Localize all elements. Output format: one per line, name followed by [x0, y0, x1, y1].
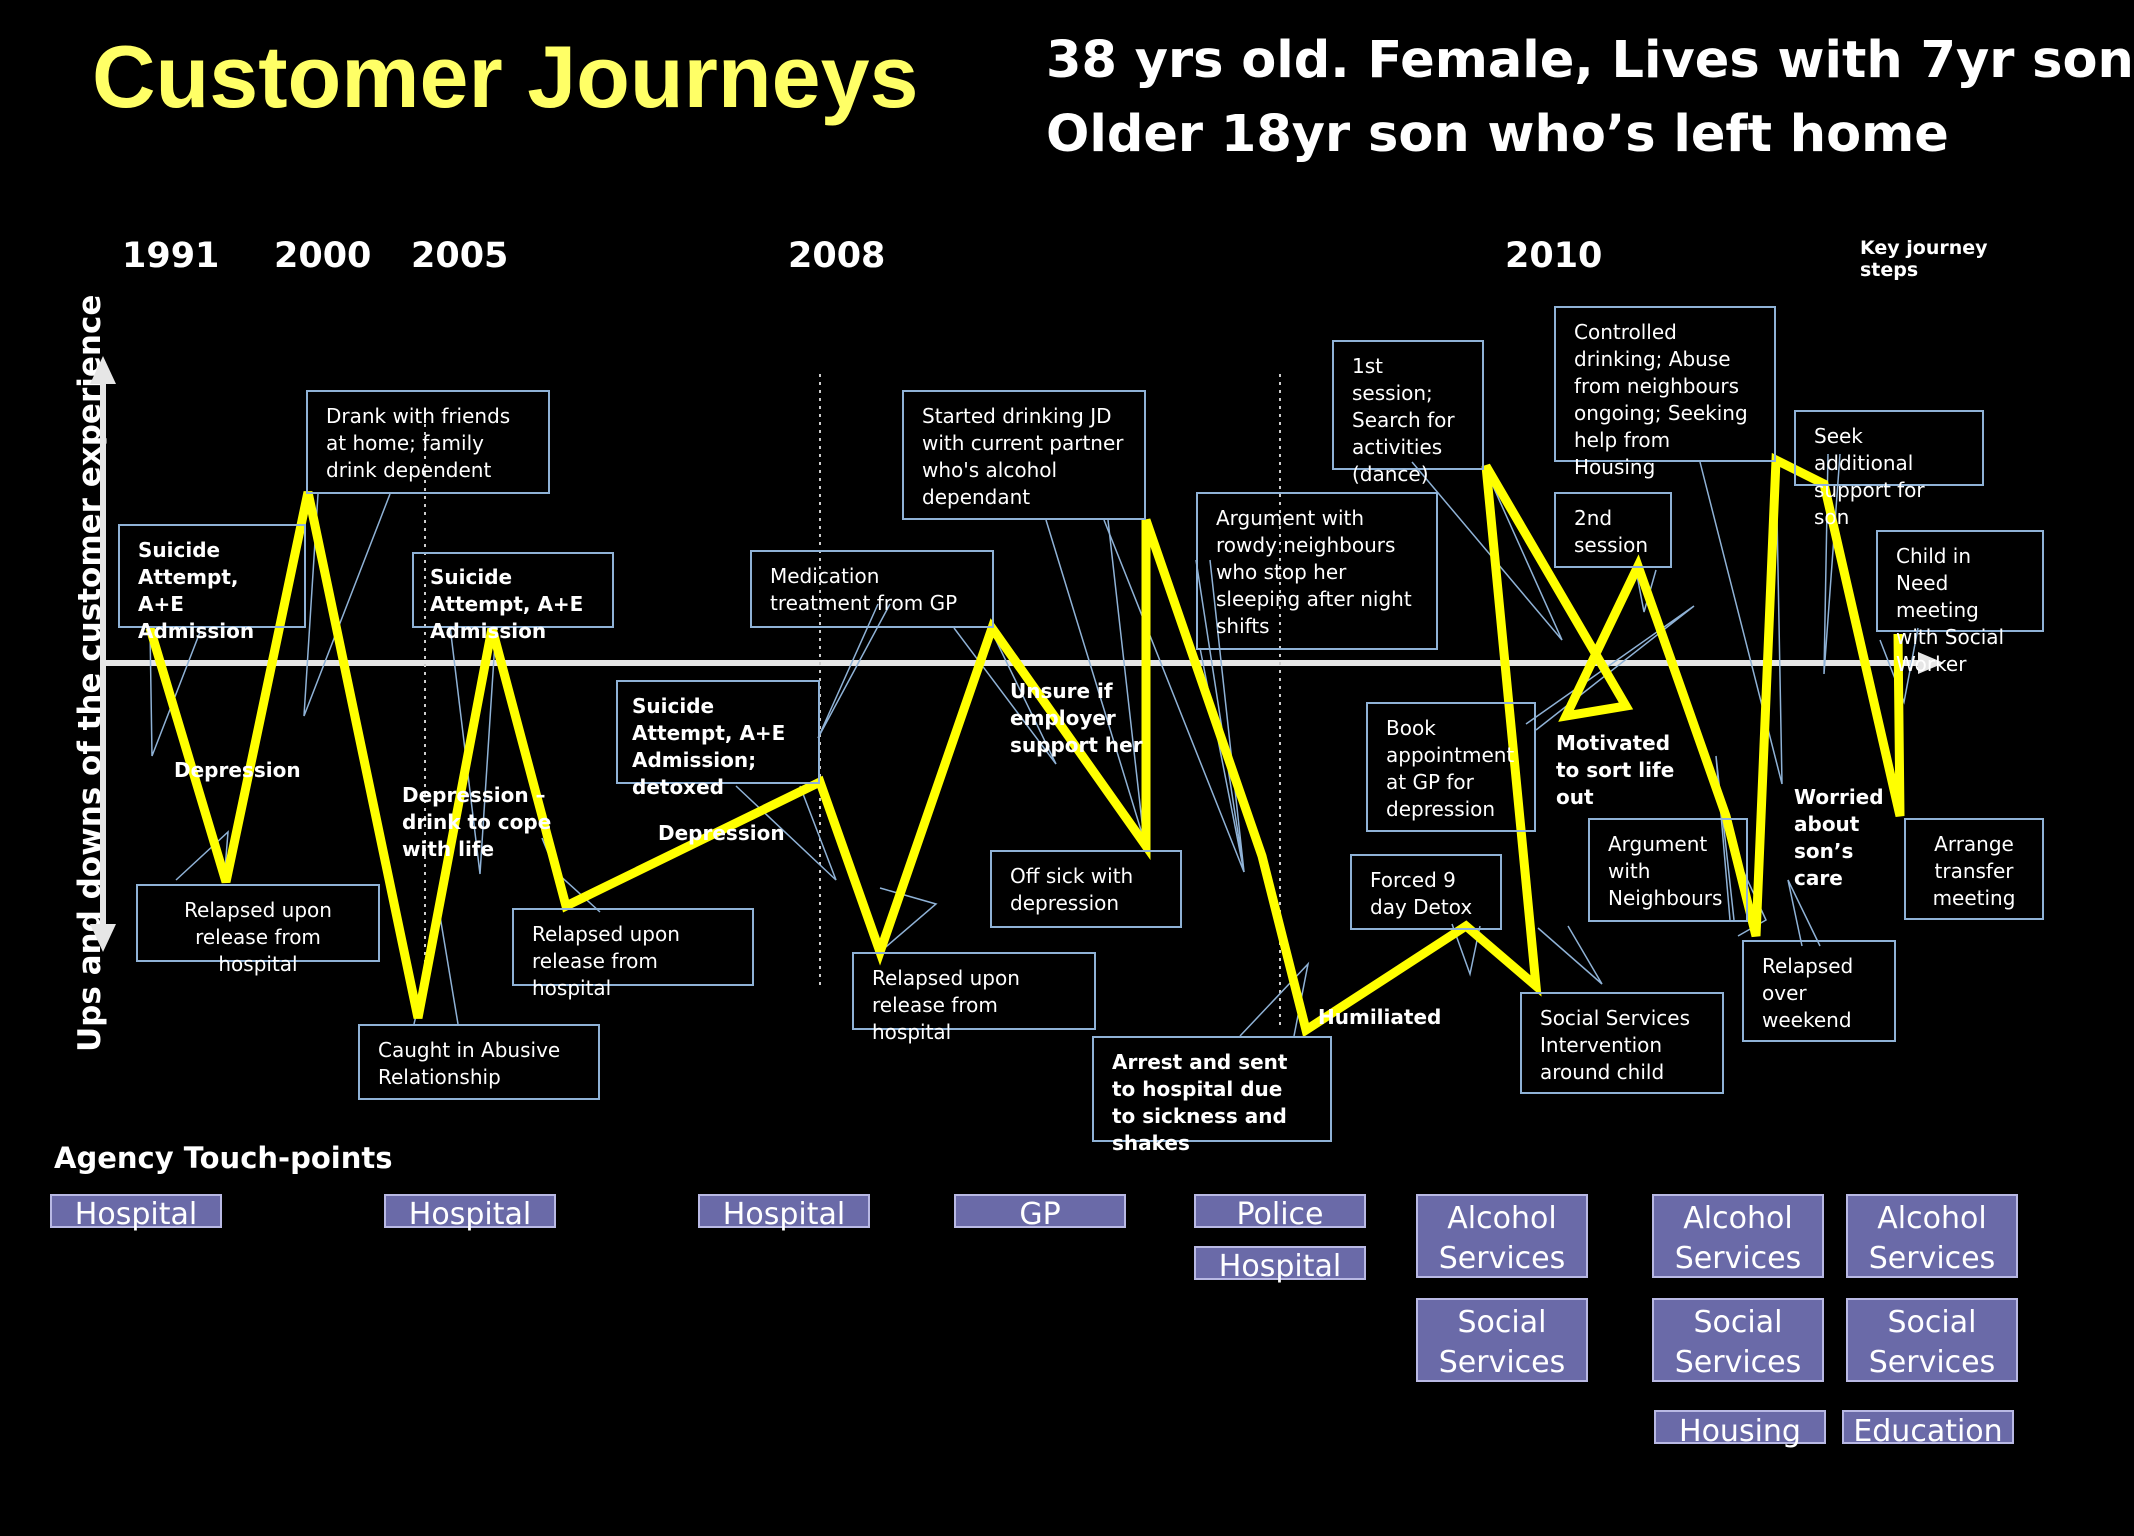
agency-housing: Housing [1654, 1410, 1826, 1449]
step-started-drinking: Started drinking JD with current partner… [902, 390, 1146, 520]
step-social-services-intervention: Social Services Intervention around chil… [1520, 992, 1724, 1094]
step-depression-drink: Depression – drink to cope with life [402, 783, 552, 861]
axis-arrow-down [90, 924, 116, 952]
step-arrange-transfer: Arrange transfer meeting [1904, 818, 2044, 920]
step-relapsed-3: Relapsed upon release from hospital [852, 952, 1096, 1044]
step-first-session: 1st session; Search for activities (danc… [1332, 340, 1484, 486]
step-arrest: Arrest and sent to hospital due to sickn… [1092, 1036, 1332, 1155]
key-journey-steps-label: Key journey steps [1860, 237, 1988, 281]
agency-hospital-3: Hospital [698, 1194, 870, 1232]
agency-alcohol-services-3: Alcohol Services [1846, 1194, 2018, 1278]
axis-arrow-up [90, 356, 116, 384]
agency-alcohol-services-1: Alcohol Services [1416, 1194, 1588, 1278]
step-unsure-employer: Unsure if employer support her [1010, 679, 1143, 757]
axis-arrow-right [1918, 652, 1944, 674]
step-book-gp: Book appointment at GP for depression [1366, 702, 1536, 832]
step-suicide-2005: Suicide Attempt, A+E Admission [412, 552, 614, 643]
agency-social-services-2: Social Services [1652, 1298, 1824, 1382]
customer-profile-line2: Older 18yr son who’s left home [1046, 105, 1949, 164]
agency-social-services-1: Social Services [1416, 1298, 1588, 1382]
agency-touchpoints-title: Agency Touch-points [54, 1141, 393, 1175]
step-seek-support: Seek additional support for son [1794, 410, 1984, 529]
step-relapsed-weekend: Relapsed over weekend [1742, 940, 1896, 1042]
customer-profile-line1: 38 yrs old. Female, Lives with 7yr son [1046, 31, 2134, 90]
step-worried-care: Worried about son’s care [1794, 785, 1884, 890]
agency-hospital-2: Hospital [384, 1194, 556, 1232]
agency-hospital-4: Hospital [1194, 1246, 1366, 1284]
step-child-in-need: Child in Need meeting with Social Worker [1876, 530, 2044, 676]
step-controlled-drinking: Controlled drinking; Abuse from neighbou… [1554, 306, 1776, 479]
page-title: Customer Journeys [92, 27, 919, 126]
year-label-1991: 1991 [122, 236, 220, 276]
step-suicide-detoxed: Suicide Attempt, A+E Admission; detoxed [616, 680, 820, 799]
agency-education: Education [1842, 1410, 2014, 1449]
step-drank-with-friends: Drank with friends at home; family drink… [306, 390, 550, 494]
year-label-2008: 2008 [788, 236, 886, 276]
agency-hospital-1: Hospital [50, 1194, 222, 1232]
step-relapsed-1: Relapsed upon release from hospital [136, 884, 380, 976]
agency-police: Police [1194, 1194, 1366, 1232]
step-depression-2: Depression [658, 821, 785, 845]
step-medication-gp: Medication treatment from GP [750, 550, 994, 628]
journey-chart [90, 356, 1944, 1038]
step-depression-1: Depression [174, 758, 301, 782]
step-caught-abusive: Caught in Abusive Relationship [358, 1024, 600, 1100]
step-motivated: Motivated to sort life out [1556, 731, 1675, 809]
year-label-2005: 2005 [411, 236, 509, 276]
step-forced-detox: Forced 9 day Detox [1350, 854, 1502, 930]
year-label-2010: 2010 [1505, 236, 1603, 276]
step-relapsed-2: Relapsed upon release from hospital [512, 908, 754, 1000]
agency-social-services-3: Social Services [1846, 1298, 2018, 1382]
step-argument-neighbours: Argument with Neighbours [1588, 818, 1748, 922]
step-second-session: 2nd session [1554, 492, 1672, 568]
step-humiliated: Humiliated [1318, 1005, 1442, 1029]
customer-journey-slide: Customer Journeys 38 yrs old. Female, Li… [50, 27, 2134, 1449]
step-argument-rowdy: Argument with rowdy neighbours who stop … [1196, 492, 1438, 650]
customer-profile: 38 yrs old. Female, Lives with 7yr son O… [1046, 24, 2134, 172]
agency-alcohol-services-2: Alcohol Services [1652, 1194, 1824, 1278]
step-suicide-1991: Suicide Attempt, A+E Admission [118, 524, 306, 643]
step-off-sick: Off sick with depression [990, 850, 1182, 928]
journey-line [145, 452, 1905, 1038]
agency-gp: GP [954, 1194, 1126, 1232]
year-label-2000: 2000 [274, 236, 372, 276]
